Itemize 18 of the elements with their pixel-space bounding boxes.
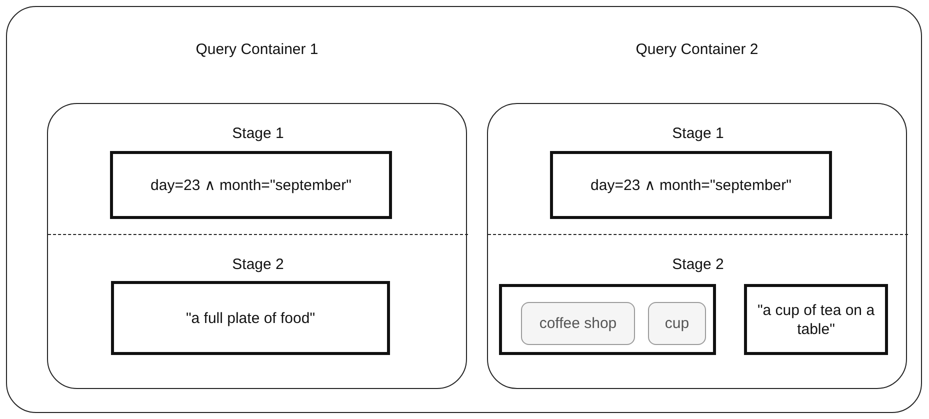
stage-title: Stage 2 xyxy=(671,255,725,274)
stage-title: Stage 1 xyxy=(231,124,285,143)
query-text: day=23 ∧ month="september" xyxy=(590,176,792,194)
query-box xyxy=(744,284,888,355)
container-title: Query Container 1 xyxy=(194,40,320,59)
object-group-box xyxy=(499,284,716,355)
stage-title: Stage 2 xyxy=(231,255,285,274)
container-title: Query Container 2 xyxy=(634,40,760,59)
query-box xyxy=(111,281,390,355)
query-box xyxy=(110,151,392,219)
object-tag: cup xyxy=(648,302,706,345)
query-text: "a cup of tea on a table" xyxy=(756,300,876,338)
outer-frame xyxy=(6,6,922,413)
query-box xyxy=(550,151,832,219)
stage-title: Stage 1 xyxy=(671,124,725,143)
query-text: day=23 ∧ month="september" xyxy=(150,176,352,194)
query-text: "a full plate of food" xyxy=(184,308,316,328)
object-tag: coffee shop xyxy=(521,302,635,345)
